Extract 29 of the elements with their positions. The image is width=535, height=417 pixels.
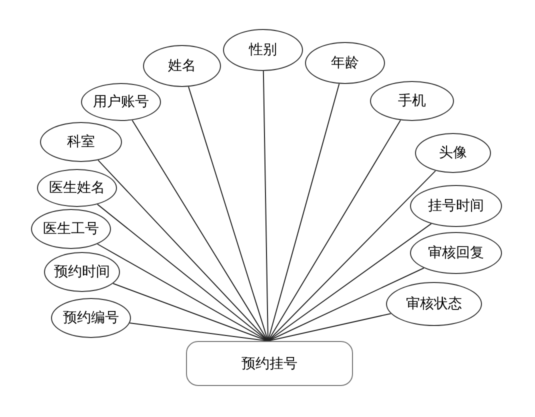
attribute-ellipse: 预约编号: [51, 298, 131, 338]
attribute-ellipse: 科室: [40, 122, 122, 162]
connector-line: [112, 283, 268, 342]
attribute-ellipse: 头像: [415, 133, 491, 173]
connector-line: [268, 120, 401, 342]
connector-line: [132, 120, 268, 342]
connector-line: [268, 223, 432, 342]
attribute-ellipse: 预约时间: [44, 252, 120, 292]
connector-line: [188, 86, 268, 342]
attribute-ellipse: 审核状态: [386, 282, 482, 326]
entity-box: 预约挂号: [186, 341, 353, 386]
connector-line: [268, 313, 392, 342]
attribute-ellipse: 姓名: [143, 45, 221, 87]
connector-line: [129, 322, 268, 342]
attribute-ellipse: 用户账号: [81, 83, 161, 121]
connector-line: [262, 70, 268, 342]
connector-line: [268, 268, 424, 342]
attribute-ellipse: 医生工号: [31, 209, 111, 249]
connector-line: [98, 160, 268, 342]
connector-line: [268, 170, 436, 342]
attribute-ellipse: 性别: [223, 29, 303, 71]
attribute-ellipse: 挂号时间: [410, 185, 502, 227]
attribute-ellipse: 年龄: [305, 42, 385, 84]
attribute-ellipse: 医生姓名: [37, 169, 117, 207]
attribute-ellipse: 手机: [370, 81, 454, 121]
connector-line: [96, 244, 268, 342]
connector-line: [96, 204, 268, 342]
connector-line: [268, 83, 340, 342]
attribute-ellipse: 审核回复: [410, 232, 502, 274]
